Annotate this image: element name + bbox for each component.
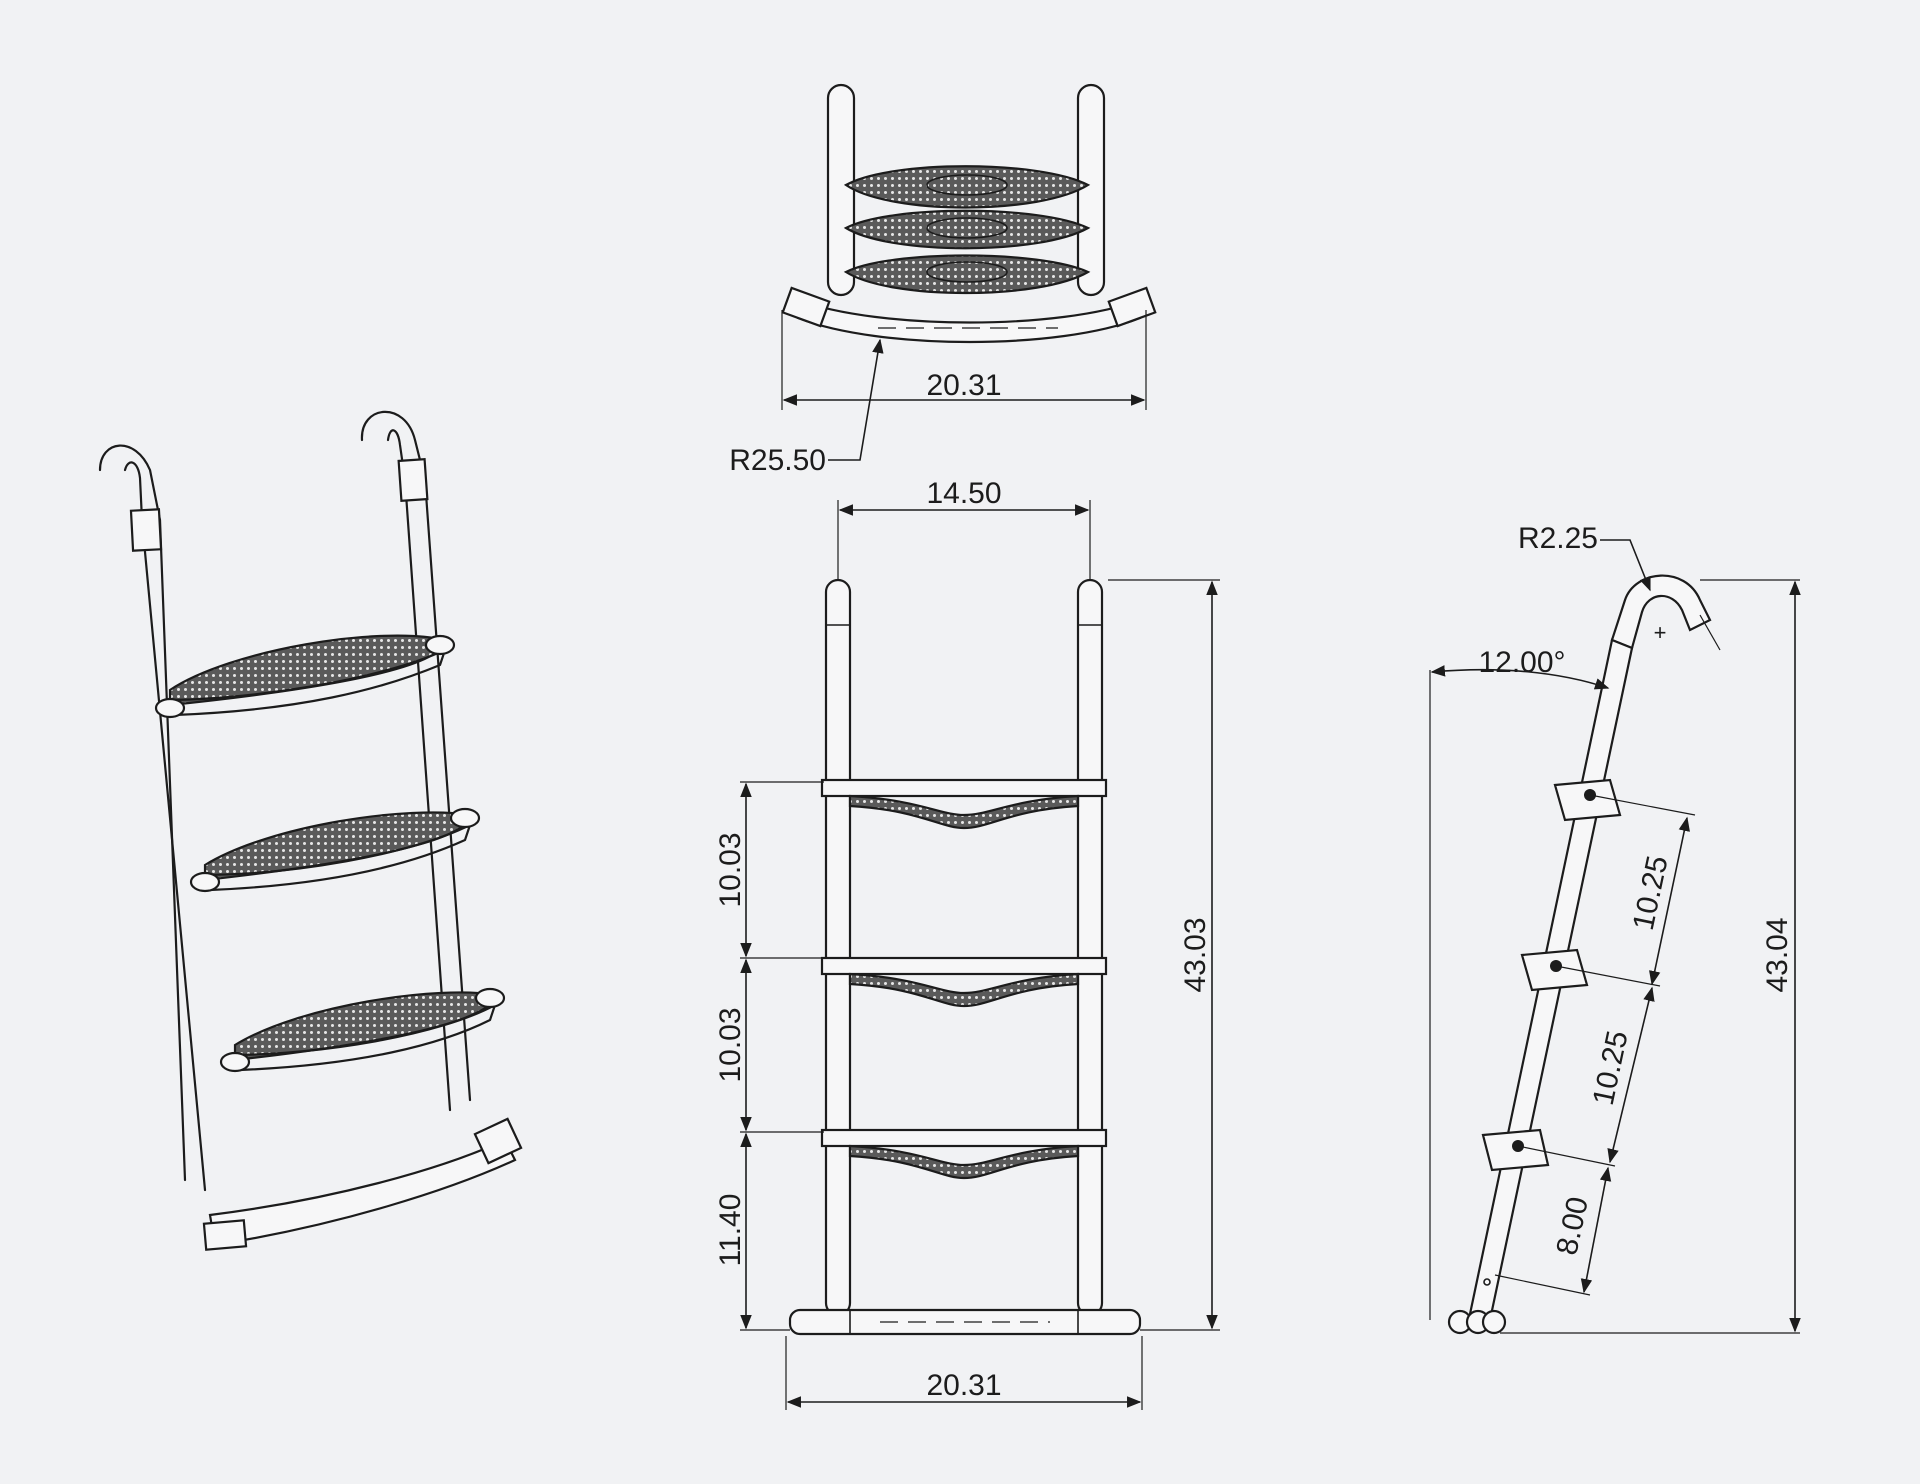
- front-rail-left: [824, 578, 852, 1317]
- svg-text:+: +: [1654, 620, 1667, 645]
- top-rail-left: [826, 83, 856, 297]
- top-rail-right: [1076, 83, 1106, 297]
- isometric-view: [98, 410, 523, 1251]
- hook-radius-label: R2.25: [1518, 522, 1598, 555]
- step-gap-1-label: 10.03: [714, 832, 747, 907]
- top-radius-label: R25.50: [729, 444, 826, 477]
- lean-angle-label: 12.00°: [1478, 646, 1565, 679]
- side-bracket-1: [1553, 778, 1622, 822]
- step-gap-2-label: 10.03: [714, 1007, 747, 1082]
- iso-tread-3: [233, 991, 497, 1062]
- side-gap-1-label: 10.25: [1627, 853, 1675, 933]
- iso-foot-left: [202, 1219, 248, 1251]
- iso-tread-1: [168, 634, 447, 707]
- iso-foot-right: [473, 1117, 523, 1165]
- rail-spacing-label: 14.50: [926, 477, 1001, 510]
- front-tread-1: [820, 778, 1108, 830]
- side-bracket-2: [1520, 948, 1589, 992]
- front-rail-right: [1076, 578, 1104, 1317]
- right-rail-grip: [397, 457, 429, 503]
- left-rail-grip: [129, 508, 163, 552]
- side-view: + R2.25 12.00°: [1429, 522, 1801, 1335]
- top-base-arc: [796, 298, 1142, 344]
- top-width-label: 20.31: [926, 369, 1001, 402]
- front-tread-2: [820, 956, 1108, 1008]
- side-gap-2-label: 10.25: [1587, 1028, 1635, 1108]
- side-bracket-3: [1481, 1128, 1550, 1172]
- top-view: 20.31 R25.50: [729, 83, 1157, 477]
- side-height-label: 43.04: [1761, 917, 1794, 992]
- front-tread-3: [820, 1128, 1108, 1180]
- front-height-label: 43.03: [1179, 917, 1212, 992]
- step-gap-3-label: 11.40: [714, 1194, 747, 1267]
- side-gap-3-label: 8.00: [1550, 1194, 1594, 1258]
- front-view: 14.50 10.03 10.03: [714, 477, 1220, 1410]
- base-width-label: 20.31: [926, 1369, 1001, 1402]
- iso-base-bar: [208, 1138, 517, 1247]
